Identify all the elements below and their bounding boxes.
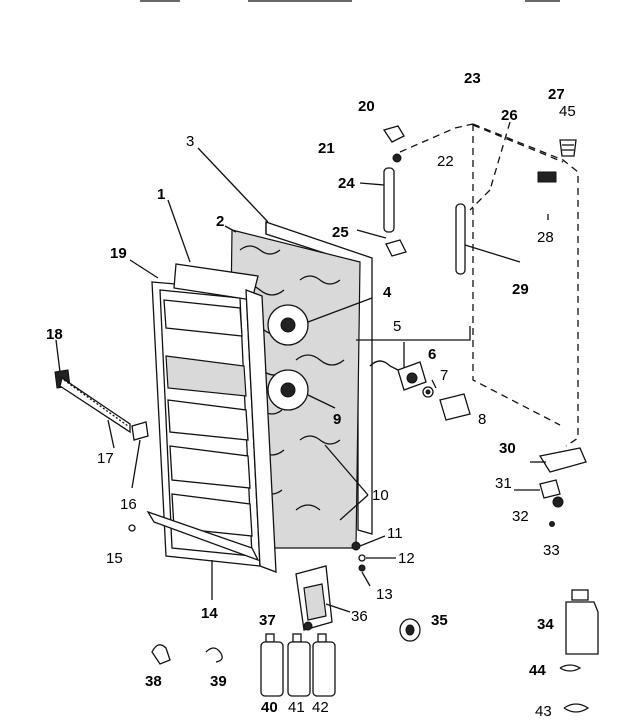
callout-4: 4 xyxy=(383,284,392,301)
callout-9: 9 xyxy=(333,411,341,428)
nameplate-28 xyxy=(537,171,557,183)
part-9-knob xyxy=(267,369,336,411)
callout-labels: 1 2 3 4 5 6 7 8 9 10 11 12 13 14 15 16 1… xyxy=(46,70,576,720)
part-18-door-stop xyxy=(54,339,131,449)
part-35-fitting xyxy=(399,618,421,642)
part-11-12-13-hardware xyxy=(351,535,396,587)
callout-38: 38 xyxy=(145,673,162,690)
callout-45: 45 xyxy=(559,103,576,120)
part-8-knob xyxy=(439,393,471,421)
part-16-clip xyxy=(131,421,149,489)
callout-14: 14 xyxy=(201,605,218,622)
callout-42: 42 xyxy=(312,699,329,716)
part-24-handle-bar xyxy=(359,167,395,233)
callout-41: 41 xyxy=(288,699,305,716)
callout-6: 6 xyxy=(428,346,436,363)
callout-36: 36 xyxy=(351,608,368,625)
cabinet-outline xyxy=(454,123,579,447)
callout-26: 26 xyxy=(501,107,518,124)
door-side-panel xyxy=(245,289,277,573)
callout-33: 33 xyxy=(543,542,560,559)
part-44-wire xyxy=(559,664,582,672)
part-33-screw xyxy=(549,521,555,527)
part-39-clip xyxy=(205,647,223,663)
callout-20: 20 xyxy=(358,98,375,115)
callout-21: 21 xyxy=(318,140,335,157)
part-6-thermostat xyxy=(397,342,427,391)
callout-11: 11 xyxy=(387,525,403,542)
callout-16: 16 xyxy=(120,496,137,513)
part-34-bottle xyxy=(565,589,599,655)
callout-29: 29 xyxy=(512,281,529,298)
callout-35: 35 xyxy=(431,612,448,629)
callout-3: 3 xyxy=(186,133,194,150)
callout-27: 27 xyxy=(548,86,565,103)
callout-2: 2 xyxy=(216,213,224,230)
callout-7: 7 xyxy=(440,367,448,384)
part-25-bracket xyxy=(356,229,407,257)
callout-12: 12 xyxy=(398,550,415,567)
part-36-bracket xyxy=(295,565,351,631)
callout-13: 13 xyxy=(376,586,393,603)
part-15-screw xyxy=(128,524,136,532)
callout-28: 28 xyxy=(537,229,554,246)
callout-32: 32 xyxy=(512,508,529,525)
part-21-screw xyxy=(392,153,402,163)
callout-44: 44 xyxy=(529,662,546,679)
part-30-hinge xyxy=(530,447,587,473)
part-31-hinge-pin xyxy=(514,479,561,499)
callout-22: 22 xyxy=(437,153,454,170)
part-29-handle xyxy=(455,203,521,275)
callout-5: 5 xyxy=(393,318,401,335)
part-37-plug xyxy=(303,621,313,631)
callout-39: 39 xyxy=(210,673,227,690)
callout-15: 15 xyxy=(106,550,123,567)
callout-8: 8 xyxy=(478,411,486,428)
callout-24: 24 xyxy=(338,175,355,192)
part-32-bushing xyxy=(552,496,564,508)
part-14-bottom-trim xyxy=(146,510,260,600)
callout-18: 18 xyxy=(46,326,63,343)
part-38-clip xyxy=(151,644,171,665)
part-27-light-cover xyxy=(559,139,577,157)
part-43-wire xyxy=(563,703,590,713)
part-7-washer xyxy=(422,379,437,398)
callout-25: 25 xyxy=(332,224,349,241)
callout-10: 10 xyxy=(372,487,389,504)
callout-31: 31 xyxy=(495,475,512,492)
callout-23: 23 xyxy=(464,70,481,87)
callout-34: 34 xyxy=(537,616,554,633)
parts-40-42-bottles xyxy=(260,633,336,697)
callout-30: 30 xyxy=(499,440,516,457)
part-4-knob xyxy=(267,297,373,346)
callout-19: 19 xyxy=(110,245,127,262)
door-shelves xyxy=(163,299,253,537)
callout-40: 40 xyxy=(261,699,278,716)
callout-37: 37 xyxy=(259,612,276,629)
callout-1: 1 xyxy=(157,186,165,203)
callout-17: 17 xyxy=(97,450,114,467)
part-3-door-panel xyxy=(197,147,373,535)
part-5-bracket xyxy=(356,326,471,371)
callout-43: 43 xyxy=(535,703,552,720)
part-20-cap xyxy=(382,125,405,143)
